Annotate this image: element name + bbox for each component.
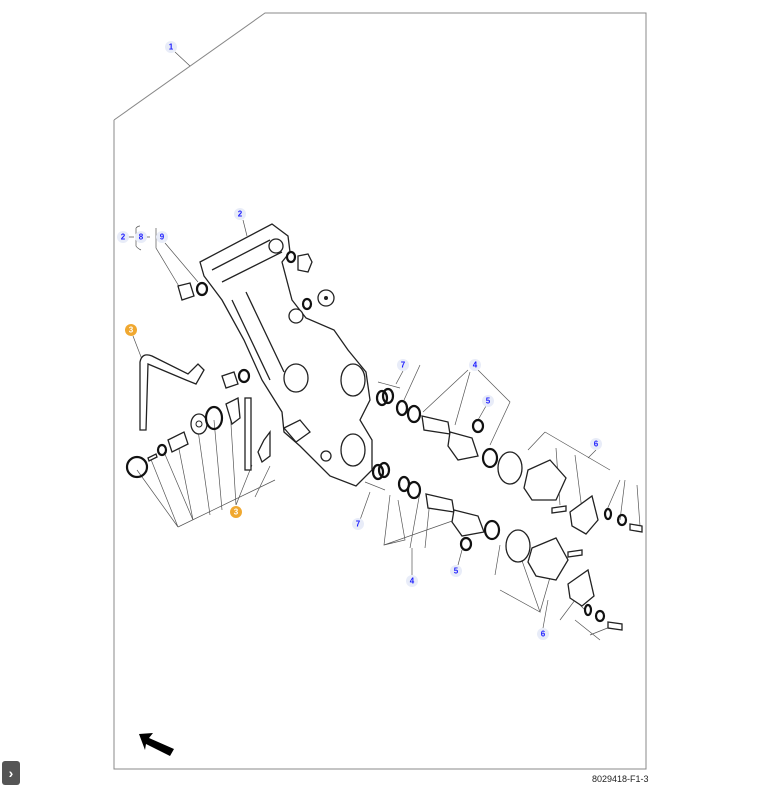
callout-4-top[interactable]: 4 bbox=[469, 359, 481, 371]
svg-text:5: 5 bbox=[486, 397, 491, 406]
orientation-arrow-icon bbox=[139, 733, 174, 756]
callout-3-highlighted-bottom[interactable]: 3 bbox=[230, 506, 242, 518]
callout-5-bottom[interactable]: 5 bbox=[450, 565, 462, 577]
lower-valve-assembly bbox=[371, 461, 623, 631]
callout-7-top[interactable]: 7 bbox=[397, 359, 409, 371]
callout-8[interactable]: 8 bbox=[135, 231, 147, 243]
callout-5-top[interactable]: 5 bbox=[482, 395, 494, 407]
callout-3-highlighted-top[interactable]: 3 bbox=[125, 324, 137, 336]
svg-text:6: 6 bbox=[594, 440, 599, 449]
svg-text:7: 7 bbox=[356, 520, 361, 529]
upper-valve-assembly bbox=[375, 387, 643, 535]
svg-text:7: 7 bbox=[401, 361, 406, 370]
lever-assembly bbox=[125, 354, 271, 479]
diagram-frame bbox=[113, 12, 647, 770]
upper-plugs bbox=[177, 250, 335, 389]
svg-text:6: 6 bbox=[541, 630, 546, 639]
svg-text:8: 8 bbox=[139, 233, 144, 242]
svg-text:3: 3 bbox=[129, 326, 134, 335]
valve-housing bbox=[199, 223, 373, 487]
callout-4-bottom[interactable]: 4 bbox=[406, 575, 418, 587]
svg-text:5: 5 bbox=[454, 567, 459, 576]
svg-text:2: 2 bbox=[238, 210, 243, 219]
svg-text:1: 1 bbox=[169, 43, 174, 52]
callout-1[interactable]: 1 bbox=[165, 41, 177, 53]
callout-2-ref[interactable]: 2 bbox=[117, 231, 129, 243]
svg-text:4: 4 bbox=[410, 577, 415, 586]
callout-2-housing[interactable]: 2 bbox=[234, 208, 246, 220]
figure-id: 8029418-F1-3 bbox=[592, 774, 649, 784]
svg-text:3: 3 bbox=[234, 508, 239, 517]
svg-text:4: 4 bbox=[473, 361, 478, 370]
callout-6-top[interactable]: 6 bbox=[590, 438, 602, 450]
callout-6-bottom[interactable]: 6 bbox=[537, 628, 549, 640]
callout-9[interactable]: 9 bbox=[156, 231, 168, 243]
svg-text:9: 9 bbox=[160, 233, 165, 242]
chevron-right-icon: › bbox=[8, 765, 14, 781]
callout-7-bottom[interactable]: 7 bbox=[352, 518, 364, 530]
svg-text:2: 2 bbox=[121, 233, 126, 242]
expand-panel-button[interactable]: › bbox=[2, 761, 20, 785]
